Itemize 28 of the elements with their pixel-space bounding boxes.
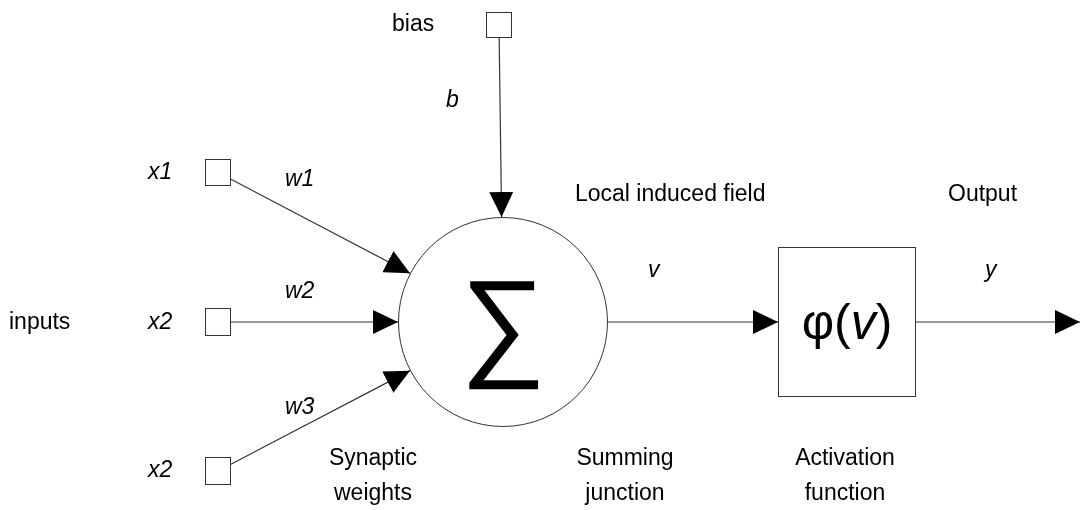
text-label: Synaptic weights xyxy=(327,443,419,507)
text-label: Activation function xyxy=(794,443,896,507)
node-caption: bias xyxy=(392,10,435,37)
arrow xyxy=(489,37,514,218)
edge-label: w3 xyxy=(285,393,315,420)
text-label: Summing junction xyxy=(575,443,675,507)
edge-label: y xyxy=(985,256,997,283)
edge-label: w2 xyxy=(285,277,315,304)
text-label: Local induced field xyxy=(575,180,766,207)
arrow xyxy=(915,310,1081,334)
edge-label: v xyxy=(648,256,660,283)
summing-circle: ∑ xyxy=(398,217,608,427)
input-label: x1 xyxy=(148,158,173,185)
input-box xyxy=(205,308,231,336)
edge-label: w1 xyxy=(285,165,315,192)
input-label: x2 xyxy=(148,456,173,483)
arrow xyxy=(230,370,411,465)
input-box xyxy=(205,457,231,485)
edge-label: b xyxy=(446,86,459,113)
text-label: Output xyxy=(948,180,1018,207)
arrow xyxy=(607,310,779,334)
text-label: inputs xyxy=(9,308,71,335)
activation-box: φ(v) xyxy=(778,247,916,397)
arrow xyxy=(230,310,399,334)
arrow xyxy=(230,178,411,274)
input-label: x2 xyxy=(148,308,173,335)
input-box xyxy=(205,159,231,186)
input-box xyxy=(486,12,512,38)
